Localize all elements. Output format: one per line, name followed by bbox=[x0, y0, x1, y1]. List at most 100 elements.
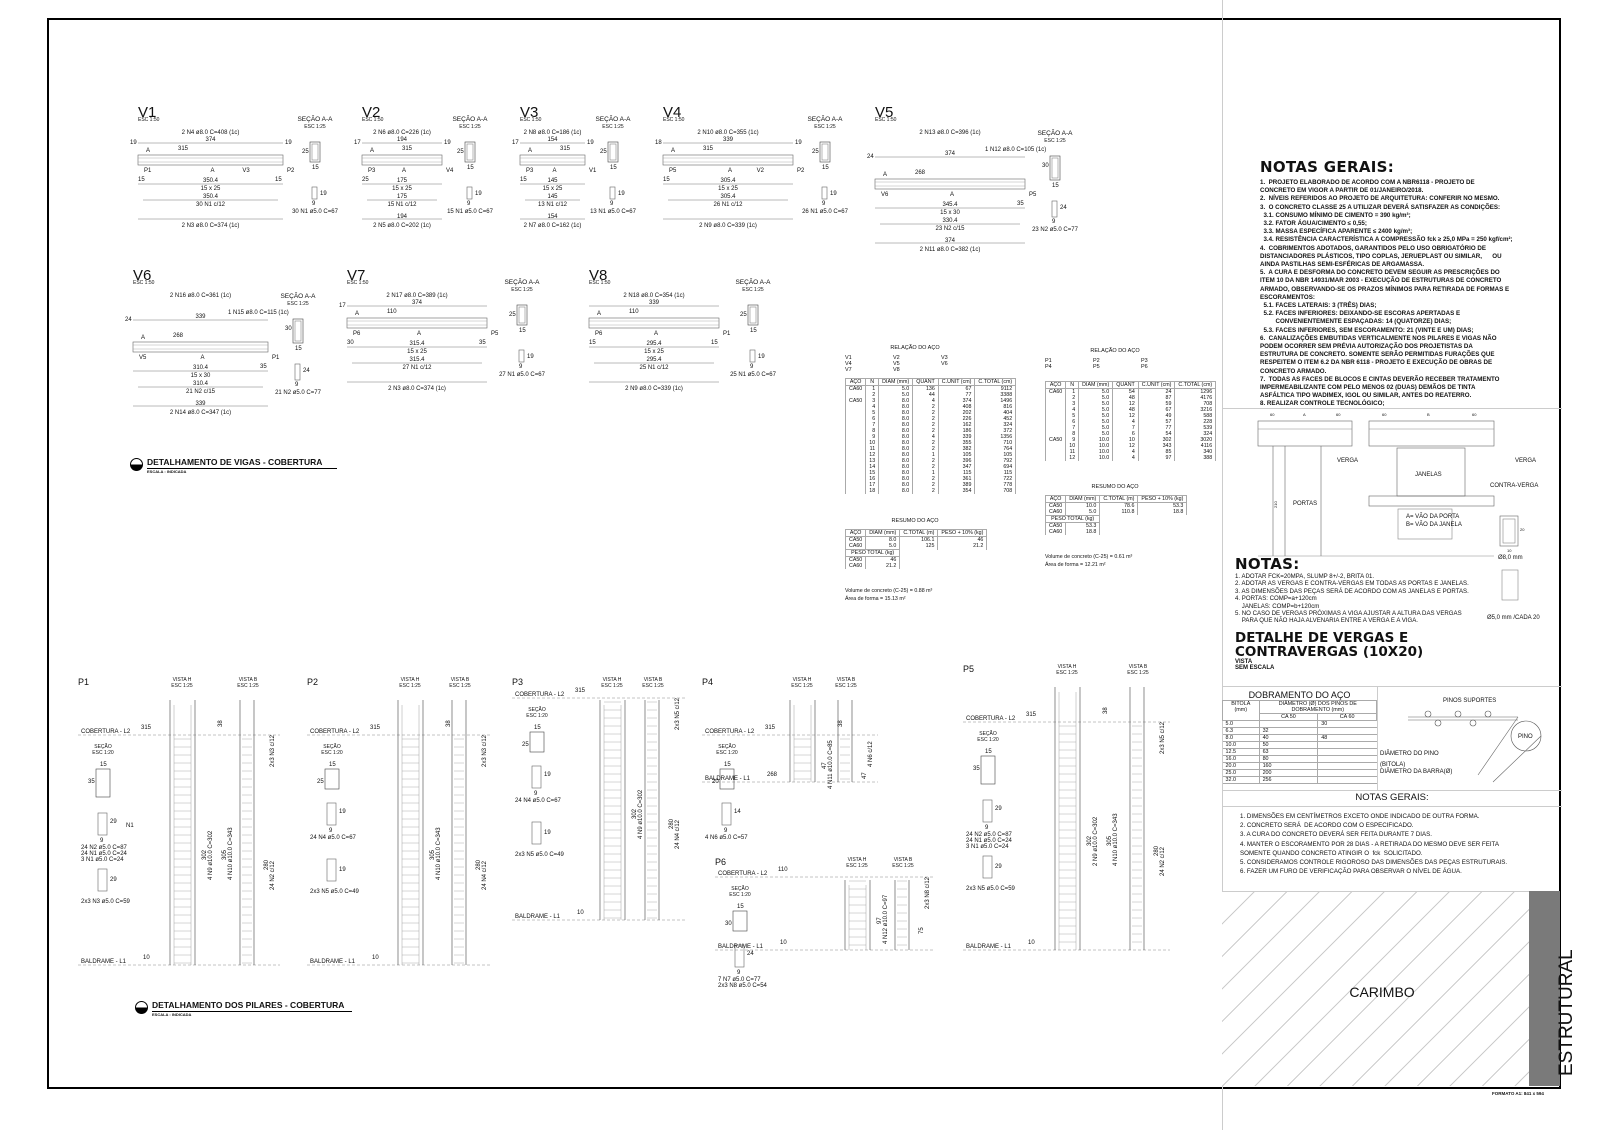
beam-v5-section-outline bbox=[1049, 155, 1061, 181]
pillar-p4-section-outline bbox=[719, 768, 735, 790]
beam-v4-section-scale: ESC 1:25 bbox=[814, 124, 836, 130]
table-cell: 53.3 bbox=[1065, 522, 1101, 529]
beam-v6-section-stirrup bbox=[294, 320, 302, 342]
table-cell: 30 bbox=[1317, 720, 1377, 728]
table-cell bbox=[844, 482, 867, 488]
table-cell bbox=[1044, 413, 1067, 419]
beam-v1-cut-label: A bbox=[210, 168, 215, 174]
beam-v1-span: 350.4 bbox=[202, 178, 219, 184]
beam-v1-section-dims: 15 x 25 bbox=[200, 186, 221, 192]
table-cell: 5.0 bbox=[1222, 720, 1260, 728]
table-cell: 3216 bbox=[1174, 407, 1217, 413]
beam-v3-stirrup-shape bbox=[609, 186, 616, 200]
pillar-p1-bottom-dim: 10 bbox=[143, 955, 150, 961]
beam-v6-cut-label: A bbox=[200, 355, 205, 361]
note-line: ITEM 10 DA NBR 14931/MAR 2003 - EXECUÇÃO… bbox=[1260, 277, 1502, 285]
beam-v1-bottom-bar: 2 N3 ø8.0 C=374 (1c) bbox=[181, 223, 240, 229]
pillar-p1-view-h-scale: ESC 1:25 bbox=[171, 683, 193, 689]
beam-v7-top-length: 374 bbox=[411, 300, 423, 306]
beam-v2-top-length: 194 bbox=[396, 137, 408, 143]
table-cell: CA50 bbox=[844, 398, 867, 404]
notes2-title: NOTAS GERAIS: bbox=[1355, 792, 1429, 803]
table-cell: 452 bbox=[974, 416, 1017, 422]
table-cell: 160 bbox=[1259, 762, 1319, 770]
beam-v7-top-bar: 2 N17 ø8.0 C=389 (1c) bbox=[386, 293, 448, 299]
beam-v6-section-dims: 15 x 30 bbox=[190, 373, 211, 379]
legend-b: B= VÃO DA JANELA bbox=[1406, 522, 1462, 528]
beam-v5-top-length: 374 bbox=[944, 151, 956, 157]
table-header: AÇO bbox=[1044, 381, 1067, 389]
pillar-p4-lap: 38 bbox=[838, 720, 844, 727]
pillar-p3-hook-height: 19 bbox=[544, 830, 551, 836]
table-cell: 816 bbox=[974, 404, 1017, 410]
pillar-p3-stirrups: 24 N4 c/12 bbox=[675, 819, 681, 849]
pillar-p2-stirrup-length: 280 bbox=[476, 859, 482, 870]
beam-v2-cut-mark: A bbox=[370, 148, 375, 154]
beam-v3-left-hook: 17 bbox=[512, 140, 519, 146]
beam-v4-top-length: 339 bbox=[722, 137, 734, 143]
table-cell: 10.0 bbox=[1078, 455, 1114, 461]
beam-v2-cut-label: A bbox=[402, 168, 407, 174]
table-header: AÇO bbox=[844, 378, 867, 386]
beam-v3-support-left: P3 bbox=[526, 168, 534, 174]
table-cell: 3020 bbox=[1174, 437, 1217, 443]
pillar-p5-section-scale: ESC 1:20 bbox=[977, 737, 999, 743]
beam-v2-top-bar: 2 N6 ø8.0 C=226 (1c) bbox=[373, 130, 431, 136]
steel_beams-group: V5 bbox=[893, 361, 900, 367]
pillar-p1-anchor: 315 bbox=[141, 725, 152, 731]
beam-v3-span: 145 bbox=[547, 178, 558, 184]
table-cell: 25.0 bbox=[1222, 769, 1260, 777]
table-cell: 97 bbox=[1137, 455, 1176, 461]
pillar-p6-view-b-scale: ESC 1:25 bbox=[892, 863, 914, 869]
table-cell: CA60 bbox=[1044, 388, 1067, 395]
pillar-p3-stirrup-height: 19 bbox=[544, 772, 551, 778]
beam-v4-section-height: 25 bbox=[812, 149, 819, 155]
beam-v7-stirrup-height: 19 bbox=[527, 354, 534, 360]
beam-v5-stirrup-width: 9 bbox=[1052, 219, 1056, 225]
note-line: SOMENTE QUANDO CONCRETO ATINGIR O fck SO… bbox=[1240, 849, 1423, 857]
pillar-p2-section-outline bbox=[324, 768, 340, 790]
pillar-p2-anchor: 315 bbox=[370, 725, 381, 731]
beam-v2-stirrup-label: 15 N1 ø5.0 C=67 bbox=[447, 209, 493, 215]
pin-label: PINO bbox=[1518, 734, 1533, 740]
pillar-p6-stirrup-shape bbox=[734, 944, 745, 968]
pillar-p5-length-1: 302 bbox=[1087, 835, 1093, 846]
steel_beams-group: V8 bbox=[893, 367, 900, 373]
beams-section-title: DETALHAMENTO DE VIGAS - COBERTURA bbox=[147, 457, 323, 467]
pillar-p1-stirrup-label: 3 N1 ø5.0 C=24 bbox=[81, 857, 124, 863]
table-cell: 539 bbox=[1174, 425, 1217, 431]
table-cell: CA60 bbox=[1044, 508, 1067, 516]
pillar-p1-stirrup-height: 29 bbox=[110, 819, 117, 825]
table-cell: 40 bbox=[1259, 734, 1319, 742]
support-pin-icon bbox=[1454, 710, 1462, 718]
note-line: CONVENIENTEMENTE ESPAÇADAS: 14 (QUATORZE… bbox=[1260, 318, 1452, 326]
beam-v5-stirrups: 23 N2 c/15 bbox=[935, 226, 965, 232]
pillar-p4-top-stirrups: 4 N6 c/12 bbox=[868, 741, 874, 767]
pillar-p1-top-level: COBERTURA - L2 bbox=[81, 729, 131, 735]
beam-v2-stirrup-height: 19 bbox=[475, 191, 482, 197]
beam-v8-top-length: 339 bbox=[648, 300, 660, 306]
beam-v8-cut-label: A bbox=[654, 331, 659, 337]
note-line: PARA QUE NÃO HAJA ALVENARIA ENTRE A VERG… bbox=[1235, 617, 1418, 625]
table-cell: CA60 bbox=[844, 385, 867, 392]
pillar-p1-section-height: 35 bbox=[88, 779, 95, 785]
beam-v7-end-right: 35 bbox=[479, 340, 486, 346]
table-cell: 1356 bbox=[974, 434, 1017, 440]
table-cell: 16.0 bbox=[1222, 755, 1260, 763]
beam-v1-section-stirrup bbox=[311, 143, 319, 161]
beam-v2-end-left: 25 bbox=[362, 177, 369, 183]
pillar-p6-section-outline bbox=[732, 910, 748, 932]
verga-section-stirrup bbox=[1502, 518, 1516, 544]
table-cell: 78.6 bbox=[1099, 502, 1139, 509]
pillar-p5-stirrup-label: 24 N1 ø5.0 C=24 bbox=[966, 838, 1012, 844]
pillar-p4-title: P4 bbox=[702, 677, 714, 687]
beam-v8-section-stirrup bbox=[749, 306, 757, 324]
table-cell bbox=[844, 476, 867, 482]
table-cell: 20.0 bbox=[1222, 762, 1260, 770]
